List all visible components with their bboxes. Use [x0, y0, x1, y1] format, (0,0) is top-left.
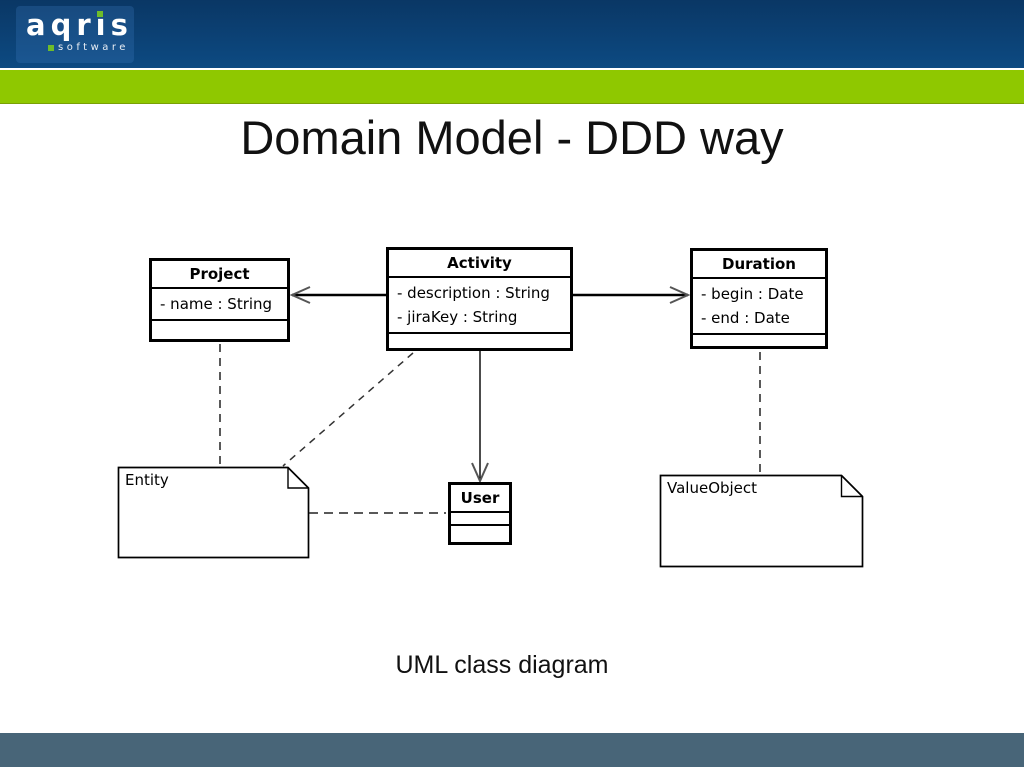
logo-subtitle: software: [58, 42, 129, 53]
logo-text-post: s: [110, 8, 133, 42]
connector-activity-duration: [573, 286, 691, 304]
class-project: Project - name : String: [149, 258, 290, 342]
class-project-name: Project: [152, 261, 287, 289]
slide-title: Domain Model - DDD way: [240, 111, 784, 164]
logo-i-stem: ı: [95, 8, 111, 42]
logo-i-dot-icon: [96, 11, 103, 17]
class-user-methods: [451, 526, 509, 542]
class-activity-name: Activity: [389, 250, 570, 278]
class-duration-methods: [693, 335, 825, 346]
class-duration: Duration - begin : Date - end : Date: [690, 248, 828, 349]
class-user: User: [448, 482, 512, 545]
connector-activity-entity: [282, 352, 414, 467]
attribute: - name : String: [160, 295, 273, 313]
class-user-attributes: [451, 513, 509, 526]
slide-caption: UML class diagram: [395, 651, 609, 679]
connector-activity-user: [471, 351, 489, 484]
class-duration-name: Duration: [693, 251, 825, 279]
attribute: - jiraKey : String: [397, 308, 518, 326]
logo-green-square-icon: [48, 45, 54, 51]
class-project-methods: [152, 321, 287, 339]
attribute: - end : Date: [701, 309, 790, 327]
class-activity-methods: [389, 334, 570, 348]
note-entity-label: Entity: [125, 471, 169, 489]
note-valueobject-label: ValueObject: [667, 479, 758, 497]
class-user-name: User: [451, 485, 509, 513]
green-accent-bar: [0, 70, 1024, 104]
class-activity: Activity - description : String - jiraKe…: [386, 247, 573, 351]
attribute: - begin : Date: [701, 285, 804, 303]
logo-letter-i: ı: [96, 8, 111, 42]
connector-activity-project: [289, 286, 386, 304]
logo-subtitle-row: software: [26, 42, 125, 54]
class-project-attributes: - name : String: [152, 289, 287, 321]
class-activity-attributes: - description : String - jiraKey : Strin…: [389, 278, 570, 334]
class-duration-attributes: - begin : Date - end : Date: [693, 279, 825, 335]
logo-text-pre: aqr: [26, 8, 96, 42]
footer-bar: [0, 733, 1024, 767]
attribute: - description : String: [397, 284, 550, 302]
